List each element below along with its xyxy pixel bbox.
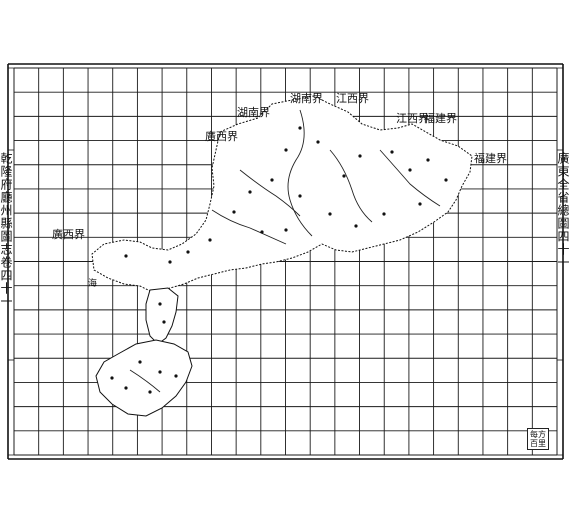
settlement-marker	[298, 194, 302, 198]
settlement-marker	[270, 178, 274, 182]
scale-note: 每方 百里	[527, 428, 549, 450]
settlement-marker	[358, 154, 362, 158]
settlement-marker	[158, 302, 162, 306]
scale-note-line-2: 百里	[530, 439, 546, 448]
settlement-marker	[124, 386, 128, 390]
settlement-marker	[148, 390, 152, 394]
settlement-marker	[138, 360, 142, 364]
province-label-hunan-1: 湖南界	[290, 92, 323, 105]
settlement-marker	[174, 374, 178, 378]
settlement-marker	[354, 224, 358, 228]
province-label-hunan-2: 湖南界	[237, 106, 270, 119]
river-network	[129, 109, 441, 393]
settlement-marker	[298, 126, 302, 130]
map-grid	[13, 67, 558, 456]
settlement-marker	[444, 178, 448, 182]
settlement-markers	[110, 126, 448, 394]
settlement-marker	[260, 230, 264, 234]
settlement-marker	[390, 150, 394, 154]
settlement-marker	[316, 140, 320, 144]
province-label-guangxi-2: 廣西界	[52, 228, 85, 241]
margin-title-left: 乾隆府廳州縣圖志卷四十一	[0, 152, 13, 308]
settlement-marker	[408, 168, 412, 172]
settlement-marker	[208, 238, 212, 242]
province-label-jiangxi-1: 江西界	[336, 92, 369, 105]
margin-title-right: 廣東全省總圖四十一	[556, 152, 570, 269]
settlement-marker	[232, 210, 236, 214]
sea-label: 海	[88, 279, 98, 289]
settlement-marker	[162, 320, 166, 324]
province-label-fujian-1: 福建界	[424, 112, 457, 125]
settlement-marker	[284, 228, 288, 232]
settlement-marker	[124, 254, 128, 258]
province-label-jiangxi-2: 江西界	[396, 112, 429, 125]
settlement-marker	[342, 174, 346, 178]
province-outline	[91, 95, 473, 417]
settlement-marker	[168, 260, 172, 264]
settlement-marker	[110, 376, 114, 380]
settlement-marker	[426, 158, 430, 162]
settlement-marker	[186, 250, 190, 254]
settlement-marker	[284, 148, 288, 152]
settlement-marker	[158, 370, 162, 374]
settlement-marker	[328, 212, 332, 216]
province-label-guangxi-1: 廣西界	[205, 130, 238, 143]
settlement-marker	[248, 190, 252, 194]
scale-note-line-1: 每方	[530, 430, 546, 439]
province-label-fujian-2: 福建界	[474, 152, 507, 165]
settlement-marker	[382, 212, 386, 216]
settlement-marker	[418, 202, 422, 206]
